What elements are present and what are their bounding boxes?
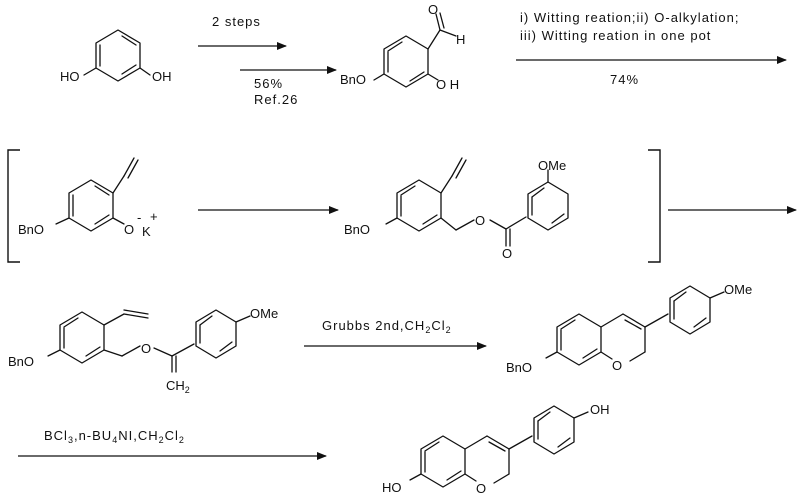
arrow-2-line1: i) Witting reation;ii) O-alkylation; — [520, 10, 740, 25]
resorcinol-structure: HO OH — [60, 29, 172, 84]
chromene-o-label-1: O — [612, 358, 622, 373]
chromene-o-label-2: O — [476, 481, 486, 496]
enol-ether-o-label: O — [141, 341, 151, 356]
reaction-arrow-2: i) Witting reation;ii) O-alkylation; iii… — [516, 10, 787, 87]
phenoxide-o-label: O — [124, 222, 134, 237]
bno-label-3: BnO — [344, 222, 370, 237]
bno-label-2: BnO — [18, 222, 44, 237]
vinyl-benzyl-ester-structure: BnO O O OMe — [344, 157, 569, 261]
reaction-arrow-5: Grubbs 2nd,CH2Cl2 — [304, 318, 487, 350]
arrow-2-line2: iii) Witting reation in one pot — [520, 28, 711, 43]
arrow-2-yield: 74% — [610, 72, 639, 87]
potassium-label: K — [142, 224, 151, 239]
ester-o-label: O — [475, 213, 485, 228]
aldehyde-h-label: H — [456, 32, 465, 47]
ome-label-1: OMe — [538, 158, 566, 173]
bno-label-1: BnO — [340, 72, 366, 87]
arrow-1-yield: 56% — [254, 76, 283, 91]
ch2-label: CH2 — [166, 378, 190, 395]
arrow-1-ref: Ref.26 — [254, 92, 298, 107]
bno-label-5: BnO — [506, 360, 532, 375]
chromene-bn-ome-structure: BnO O OMe — [506, 282, 752, 375]
plus-charge: + — [150, 209, 158, 224]
benzyloxy-salicylaldehyde-structure: O H O H BnO — [340, 2, 465, 92]
ome-label-2: OMe — [250, 306, 278, 321]
ome-label-3: OMe — [724, 282, 752, 297]
final-ho-label: HO — [382, 480, 402, 495]
diene-ether-structure: BnO O CH2 OMe — [8, 306, 278, 395]
chromene-dihydroxy-structure: HO O OH — [382, 402, 610, 496]
potassium-phenoxide-structure: BnO O - K + — [18, 157, 158, 239]
resorcinol-oh-label: OH — [152, 69, 172, 84]
reaction-arrow-1: 2 steps 56% Ref.26 — [198, 14, 337, 107]
aldehyde-o-label: O — [428, 2, 438, 17]
carbonyl-o-label: O — [502, 246, 512, 261]
final-oh-label: OH — [590, 402, 610, 417]
arrow-6-reagent: BCl3,n-BU4NI,CH2Cl2 — [44, 428, 185, 445]
arrow-1-steps: 2 steps — [212, 14, 261, 29]
resorcinol-ho-label: HO — [60, 69, 80, 84]
reaction-arrow-6: BCl3,n-BU4NI,CH2Cl2 — [18, 428, 327, 460]
bno-label-4: BnO — [8, 354, 34, 369]
intermediate-bracket — [7, 149, 661, 263]
arrow-5-reagent: Grubbs 2nd,CH2Cl2 — [322, 318, 452, 335]
minus-charge: - — [137, 210, 141, 225]
phenol-oh-label: O H — [436, 77, 459, 92]
